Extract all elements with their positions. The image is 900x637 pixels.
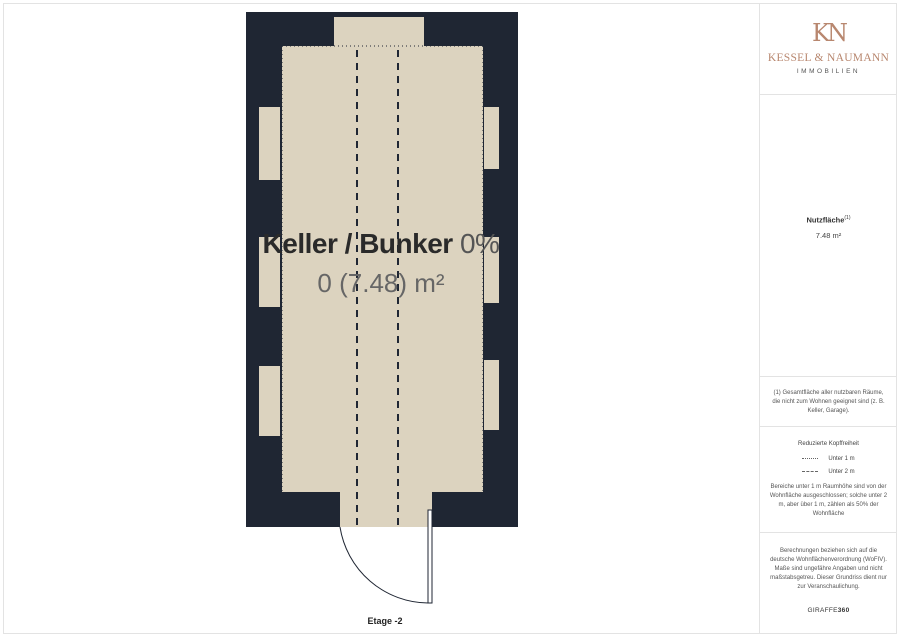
logo-name: KESSEL & NAUMANN bbox=[767, 52, 890, 64]
headroom-title: Reduzierte Kopffreiheit bbox=[798, 441, 859, 447]
legend-under-2: Unter 2 m bbox=[760, 469, 897, 475]
calculation-text: Berechnungen beziehen sich auf die deuts… bbox=[770, 548, 887, 590]
area-footnote-ref: (1) bbox=[844, 215, 851, 221]
footnote-section: (1) Gesamtfläche aller nutzbaren Räume, … bbox=[760, 377, 897, 427]
room-title: Keller / Bunker 0% bbox=[240, 228, 522, 260]
area-label-text: Nutzfläche bbox=[806, 215, 845, 225]
headroom-text: Bereiche unter 1 m Raumhöhe sind von der… bbox=[769, 484, 888, 517]
info-sidebar: KN KESSEL & NAUMANN IMMOBILIEN Nutzfläch… bbox=[759, 3, 897, 634]
legend-under-1: Unter 1 m bbox=[760, 456, 897, 462]
room-floor bbox=[282, 46, 483, 492]
window-left-3 bbox=[259, 366, 280, 436]
window-left-1 bbox=[259, 107, 280, 180]
legend-under-2-label: Unter 2 m bbox=[828, 469, 855, 475]
logo-mark: KN bbox=[812, 19, 848, 47]
window-right-2 bbox=[484, 237, 499, 303]
area-label: Nutzfläche(1) bbox=[760, 215, 897, 225]
legend-under-1-label: Unter 1 m bbox=[828, 456, 855, 462]
area-section: Nutzfläche(1) 7.48 m² bbox=[760, 95, 897, 377]
logo-section: KN KESSEL & NAUMANN IMMOBILIEN bbox=[760, 3, 897, 95]
page-frame bbox=[3, 3, 897, 634]
brand-name: GIRAFFE bbox=[807, 607, 838, 614]
dotted-line-icon bbox=[802, 457, 819, 459]
door-passage bbox=[340, 490, 432, 527]
brand-label: GIRAFFE360 bbox=[760, 607, 897, 614]
calculation-section: Berechnungen beziehen sich auf die deuts… bbox=[760, 533, 897, 634]
logo-subtitle: IMMOBILIEN bbox=[796, 68, 861, 75]
room-name: Keller / Bunker bbox=[262, 228, 454, 259]
footnote-text: (1) Gesamtfläche aller nutzbaren Räume, … bbox=[772, 390, 885, 414]
floor-label: Etage -2 bbox=[367, 616, 403, 626]
window-top bbox=[334, 17, 424, 46]
headroom-section: Reduzierte Kopffreiheit Unter 1 m Unter … bbox=[760, 427, 897, 533]
dashed-line-icon bbox=[802, 470, 819, 472]
floor-plan: Keller / Bunker 0% 0 (7.48) m² Etage -2 bbox=[240, 12, 522, 626]
room-percent: 0% bbox=[459, 228, 500, 259]
door-swing-arc bbox=[339, 526, 429, 604]
floor-plan-drawing bbox=[246, 12, 518, 604]
brand-number: 360 bbox=[837, 607, 850, 614]
area-value: 7.48 m² bbox=[815, 231, 842, 240]
window-left-2 bbox=[259, 237, 280, 307]
room-area: 0 (7.48) m² bbox=[317, 268, 445, 298]
window-right-1 bbox=[484, 107, 499, 169]
window-right-3 bbox=[484, 360, 499, 430]
door-leaf bbox=[427, 509, 433, 604]
